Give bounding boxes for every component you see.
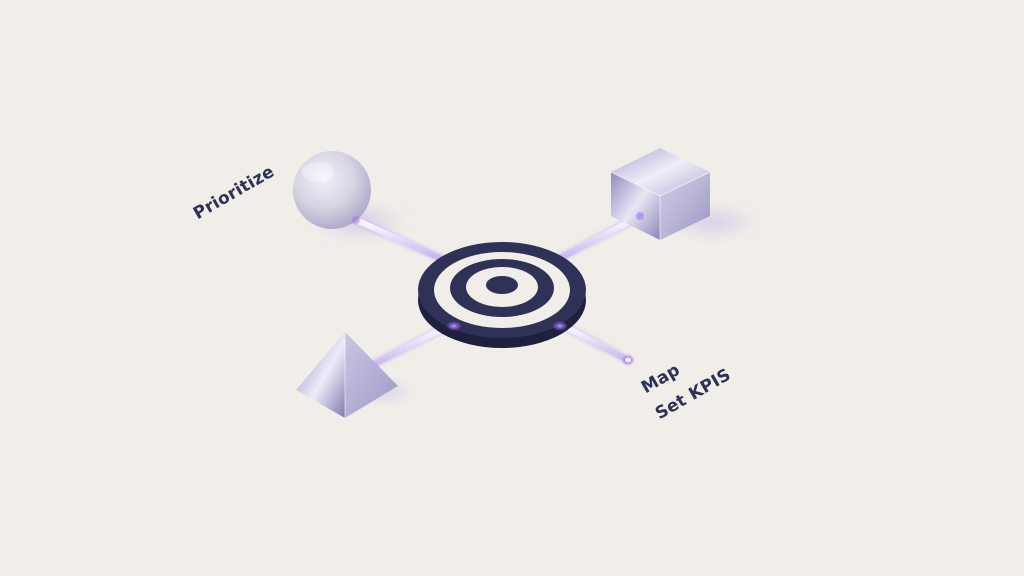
cube-node-icon — [610, 148, 711, 240]
target-glow-right — [552, 321, 568, 331]
target-glow-left — [446, 321, 462, 331]
target-icon — [418, 242, 586, 348]
connector-sphere — [351, 215, 445, 263]
connector-endpoint — [555, 319, 635, 366]
sphere-node-icon — [293, 151, 371, 229]
pyramid-node-icon — [296, 332, 398, 418]
